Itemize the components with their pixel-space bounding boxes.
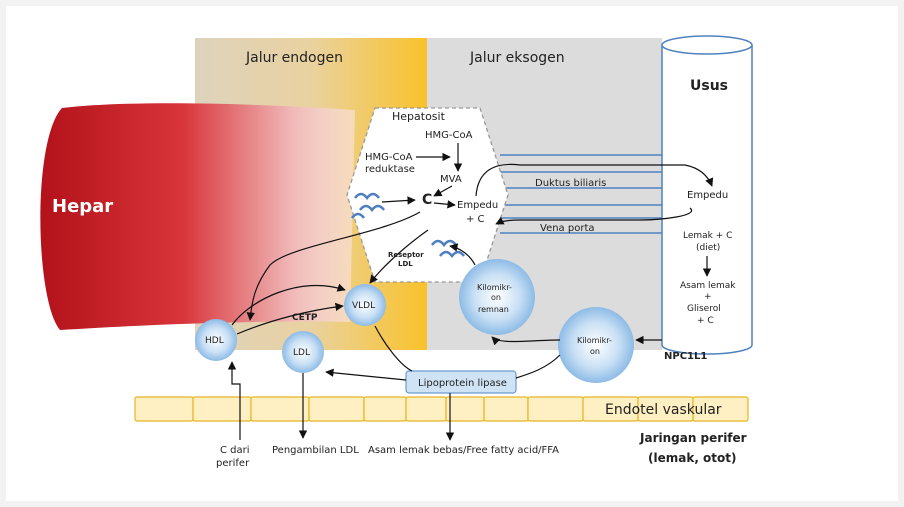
mva-label: MVA xyxy=(440,174,462,185)
ldl-receptor-icon xyxy=(351,192,465,259)
liver-shape xyxy=(40,103,356,330)
lemak-c-label-1: Lemak + C xyxy=(683,231,732,241)
hmg-coa-reduktase-label-2: reduktase xyxy=(365,164,415,175)
lipoprotein-lipase-box xyxy=(405,370,517,394)
duct-lines xyxy=(500,154,662,234)
kilomikron-label-1: Kilomikr- xyxy=(577,336,612,345)
kilomikron-remnan-label-2: on xyxy=(491,293,501,302)
vldl-label: VLDL xyxy=(352,301,375,311)
empedu-c-label-2: + C xyxy=(466,214,485,225)
kilomikron-remnan-particle xyxy=(459,259,535,335)
cetp-label: CETP xyxy=(292,313,318,323)
asam-lemak-label-1: Asam lemak xyxy=(680,281,736,291)
jalur-eksogen-label: Jalur eksogen xyxy=(469,50,565,66)
c-dari-perifer-label-1: C dari xyxy=(220,445,250,456)
usus-label: Usus xyxy=(690,78,728,94)
vena-porta-label: Vena porta xyxy=(540,223,595,234)
endothelium-cells xyxy=(134,396,749,422)
intestine-cylinder xyxy=(661,35,753,355)
hepar-label: Hepar xyxy=(52,196,113,217)
jalur-endogen-label: Jalur endogen xyxy=(245,50,343,66)
npc1l1-label: NPC1L1 xyxy=(664,351,707,362)
asam-lemak-label-4: + C xyxy=(697,316,714,326)
kilomikron-particle xyxy=(558,307,634,383)
kilomikron-remnan-label-1: Kilomikr- xyxy=(477,283,512,292)
hmg-coa-reduktase-label-1: HMG-CoA xyxy=(365,152,413,163)
vldl-particle xyxy=(344,284,386,326)
hdl-particle xyxy=(195,319,237,361)
kilomikron-label-2: on xyxy=(590,347,600,356)
empedu-c-label-1: Empedu xyxy=(457,200,498,211)
endotel-vaskular-label: Endotel vaskular xyxy=(605,402,722,418)
asam-lemak-label-2: + xyxy=(704,292,712,302)
lipoprotein-lipase-label: Lipoprotein lipase xyxy=(418,378,507,389)
lemak-c-label-2: (diet) xyxy=(696,243,720,253)
jaringan-perifer-label-1: Jaringan perifer xyxy=(639,431,747,445)
pathway-arrows xyxy=(227,143,714,441)
hepatosit-label: Hepatosit xyxy=(392,110,446,123)
hmg-coa-label: HMG-CoA xyxy=(425,130,473,141)
hdl-label: HDL xyxy=(205,336,224,346)
pengambilan-ldl-label: Pengambilan LDL xyxy=(272,445,359,456)
empedu-usus-label: Empedu xyxy=(687,190,728,201)
reseptor-ldl-label-2: LDL xyxy=(398,260,413,268)
c-dari-perifer-label-2: perifer xyxy=(216,458,250,469)
jaringan-perifer-label-2: (lemak, otot) xyxy=(648,451,737,465)
duktus-biliaris-label: Duktus biliaris xyxy=(535,178,606,189)
ldl-label: LDL xyxy=(293,348,310,358)
ldl-particle xyxy=(282,331,324,373)
kilomikron-remnan-label-3: remnan xyxy=(478,305,509,314)
cholesterol-c-label: C xyxy=(422,192,432,208)
asam-lemak-label-3: Gliserol xyxy=(687,304,721,314)
reseptor-ldl-label-1: Reseptor xyxy=(388,251,424,259)
asam-lemak-bebas-label: Asam lemak bebas/Free fatty acid/FFA xyxy=(368,445,559,456)
